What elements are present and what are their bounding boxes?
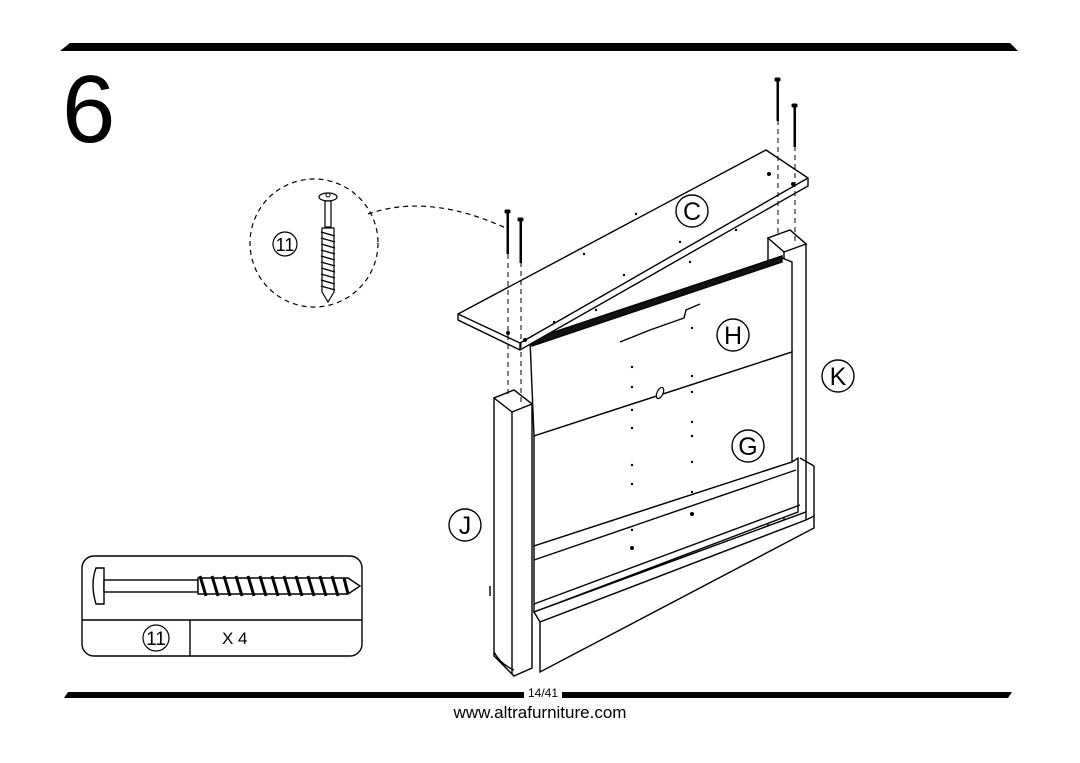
svg-text:K: K (830, 363, 847, 391)
hardware-table: 11 X 4 (81, 555, 363, 657)
screws-left (504, 209, 524, 263)
top-panel-holes (506, 172, 795, 342)
part-label-c: C (675, 194, 709, 228)
part-label-k: K (821, 359, 855, 393)
hardware-id: 11 (146, 629, 166, 650)
step-number: 6 (62, 56, 116, 163)
screw-guide-lines (507, 120, 796, 404)
panel-holes (630, 326, 694, 550)
back-panels (529, 255, 807, 614)
part-label-g: G (731, 429, 765, 463)
part-label-h: H (716, 318, 750, 352)
svg-text:G: G (738, 433, 757, 461)
svg-text:C: C (683, 198, 701, 226)
part-label-j: J (448, 508, 482, 542)
svg-text:11: 11 (276, 235, 295, 255)
svg-text:H: H (724, 322, 742, 350)
base-rail (532, 457, 815, 674)
website-url[interactable]: www.altrafurniture.com (453, 703, 627, 722)
hardware-quantity: X 4 (222, 629, 248, 648)
side-panel-j (489, 389, 534, 677)
screw-callout: 11 (249, 178, 507, 308)
cable-hole (655, 386, 665, 400)
svg-text:J: J (459, 512, 472, 540)
header-rule (60, 43, 1018, 51)
screws-right (774, 77, 798, 147)
page-number: 14/41 (524, 686, 562, 700)
top-panel-c (457, 149, 809, 351)
lower-rail (533, 456, 799, 614)
